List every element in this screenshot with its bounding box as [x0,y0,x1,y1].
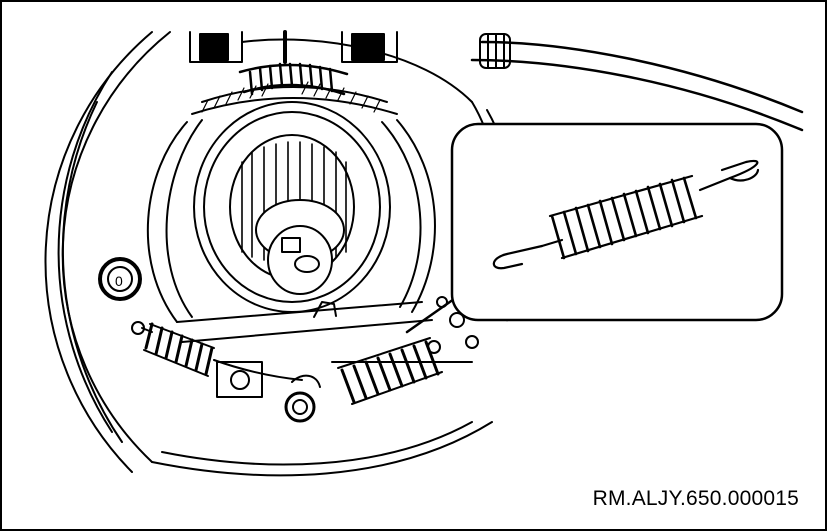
top-anchor-blocks [189,30,398,64]
brake-shoes [146,119,436,343]
wheel-hub [193,101,391,313]
adjuster-spring [337,296,479,405]
figure-reference-code: RM.ALJY.650.000015 [592,487,799,510]
shoe-lining [191,81,398,115]
spring-detail-image [492,159,760,270]
brake-cable [470,33,804,132]
svg-text:0: 0 [115,273,123,289]
retaining-bolt: 0 [98,257,142,301]
spring-detail-callout [450,122,784,322]
